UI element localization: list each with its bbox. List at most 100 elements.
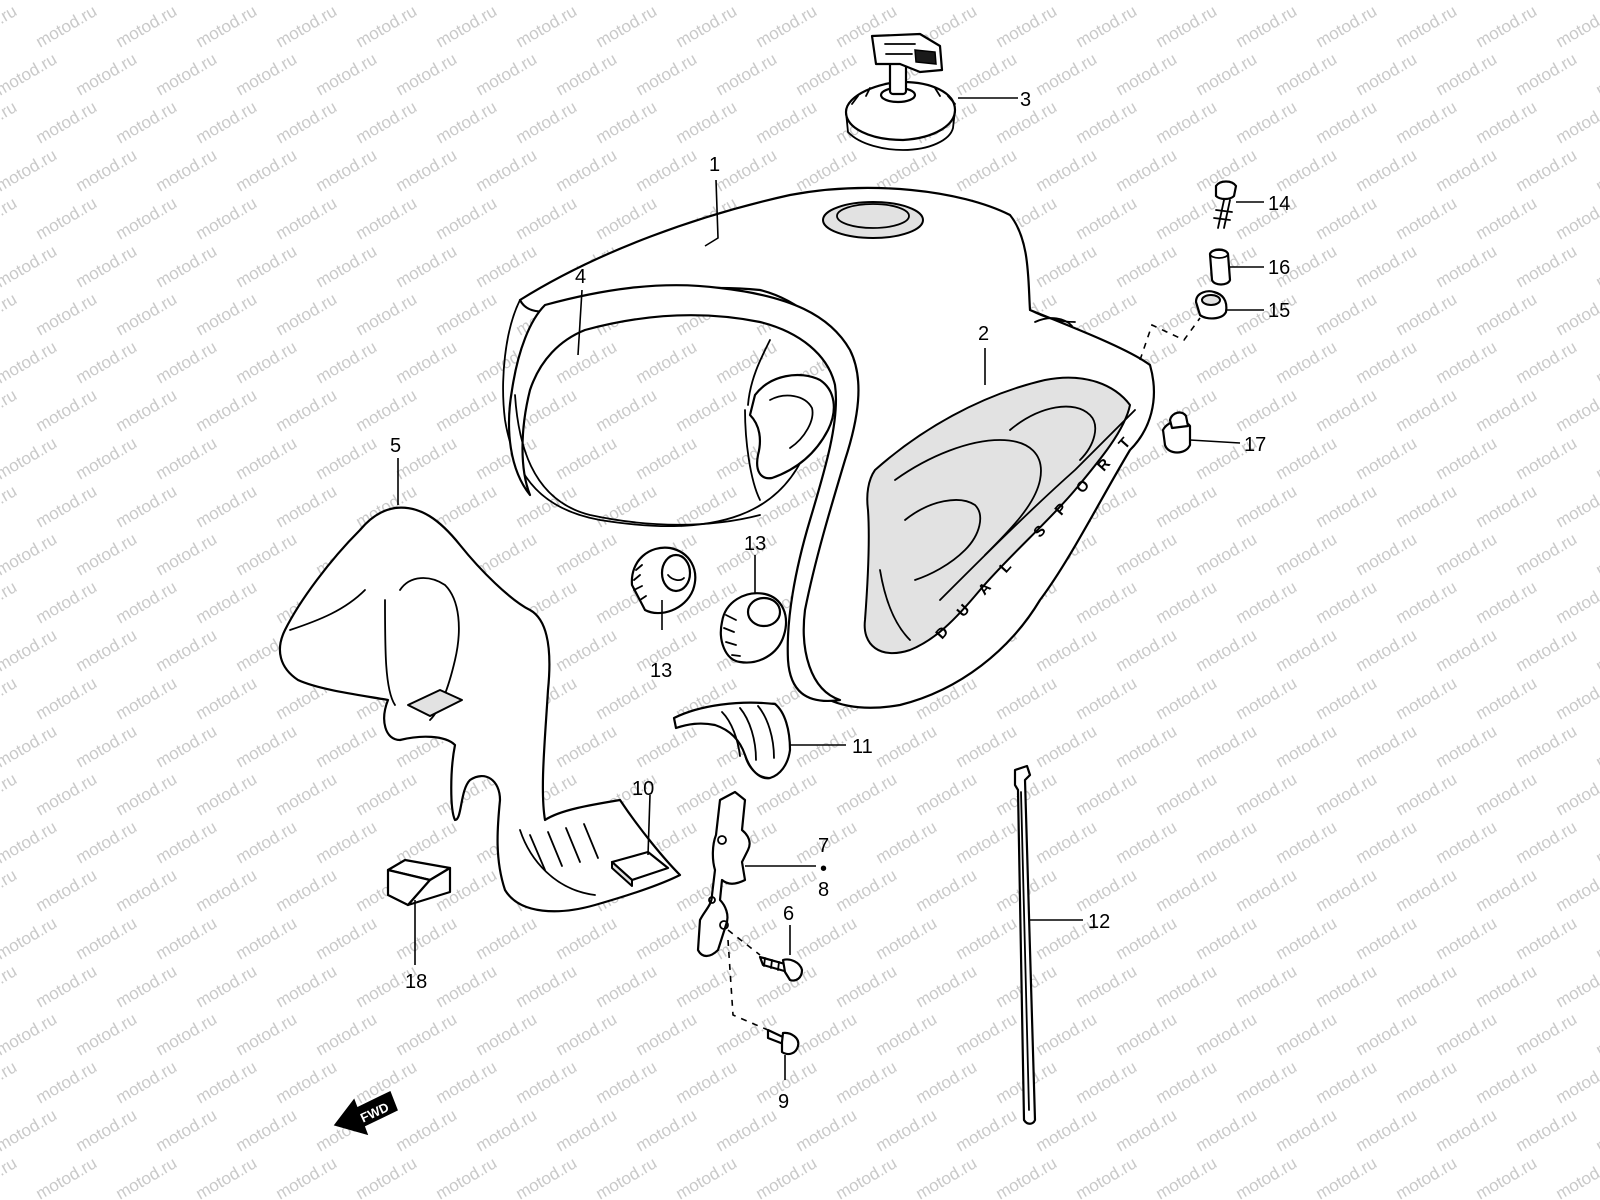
watermark-text: motod.ru [0, 529, 60, 579]
watermark-text: motod.ru [833, 769, 901, 819]
watermark-text: motod.ru [313, 913, 381, 963]
watermark-text: motod.ru [73, 529, 141, 579]
watermark-text: motod.ru [1113, 241, 1181, 291]
watermark-text: motod.ru [1513, 913, 1581, 963]
watermark-text: motod.ru [1273, 1105, 1341, 1155]
watermark-text: motod.ru [1393, 1153, 1461, 1200]
watermark-text: motod.ru [1513, 433, 1581, 483]
watermark-text: motod.ru [713, 1105, 781, 1155]
watermark-text: motod.ru [1273, 145, 1341, 195]
watermark-text: motod.ru [233, 913, 301, 963]
watermark-text: motod.ru [1113, 625, 1181, 675]
watermark-text: motod.ru [793, 49, 861, 99]
callout-9: 9 [778, 1091, 789, 1113]
watermark-text: motod.ru [1313, 193, 1381, 243]
watermark-text: motod.ru [73, 0, 141, 3]
watermark-text: motod.ru [553, 529, 621, 579]
part-5-side-cover[interactable] [278, 506, 682, 913]
watermark-text: motod.ru [1113, 529, 1181, 579]
watermark-text: motod.ru [1593, 0, 1600, 3]
part-7-8-bracket[interactable] [696, 790, 751, 958]
watermark-text: motod.ru [993, 1, 1061, 51]
watermark-text: motod.ru [1233, 1057, 1301, 1107]
part-10-pad[interactable] [610, 850, 670, 887]
watermark-text: motod.ru [0, 49, 60, 99]
watermark-text: motod.ru [1513, 337, 1581, 387]
watermark-text: motod.ru [1233, 97, 1301, 147]
part-16-collar[interactable] [1208, 248, 1232, 286]
watermark-text: motod.ru [833, 1057, 901, 1107]
part-11-mount-cushion[interactable] [672, 701, 792, 780]
part-13-cushion-upper[interactable] [630, 546, 697, 615]
watermark-text: motod.ru [1193, 337, 1261, 387]
part-17-cushion[interactable] [1161, 411, 1192, 454]
watermark-text: motod.ru [753, 1, 821, 51]
watermark-text: motod.ru [1513, 721, 1581, 771]
watermark-text: motod.ru [953, 145, 1021, 195]
watermark-text: motod.ru [1073, 1057, 1141, 1107]
filler-neck-opening [822, 201, 924, 239]
watermark-text: motod.ru [73, 145, 141, 195]
watermark-text: motod.ru [193, 289, 261, 339]
watermark-text: motod.ru [1513, 49, 1581, 99]
watermark-text: motod.ru [1473, 193, 1541, 243]
watermark-text: motod.ru [433, 481, 501, 531]
watermark-text: motod.ru [0, 817, 60, 867]
watermark-text: motod.ru [1153, 1, 1221, 51]
watermark-text: motod.ru [1353, 49, 1421, 99]
watermark-text: motod.ru [73, 1105, 141, 1155]
part-12-band-strap[interactable] [1013, 764, 1037, 1125]
part-9-bolt[interactable] [766, 1028, 800, 1056]
watermark-text: motod.ru [153, 625, 221, 675]
watermark-text: motod.ru [113, 481, 181, 531]
watermark-text: motod.ru [1473, 1057, 1541, 1107]
watermark-text: motod.ru [0, 1057, 20, 1107]
watermark-text: motod.ru [153, 145, 221, 195]
watermark-text: motod.ru [73, 625, 141, 675]
watermark-text: motod.ru [193, 673, 261, 723]
watermark-text: motod.ru [1353, 817, 1421, 867]
watermark-text: motod.ru [873, 913, 941, 963]
watermark-text: motod.ru [433, 961, 501, 1011]
watermark-text: motod.ru [33, 769, 101, 819]
watermark-text: motod.ru [1193, 721, 1261, 771]
watermark-text: motod.ru [33, 1153, 101, 1200]
part-18-block-pad[interactable] [386, 858, 452, 907]
watermark-text: motod.ru [1513, 529, 1581, 579]
watermark-text: motod.ru [513, 1057, 581, 1107]
watermark-text: motod.ru [1233, 673, 1301, 723]
watermark-text: motod.ru [233, 817, 301, 867]
watermark-text: motod.ru [1473, 865, 1541, 915]
watermark-text: motod.ru [993, 673, 1061, 723]
watermark-text: motod.ru [1393, 577, 1461, 627]
watermark-text: motod.ru [1593, 721, 1600, 771]
part-15-grommet[interactable] [1194, 290, 1228, 320]
part-14-bolt[interactable] [1213, 180, 1238, 229]
watermark-text: motod.ru [1513, 145, 1581, 195]
callout-16: 16 [1268, 257, 1290, 279]
watermark-text: motod.ru [1153, 961, 1221, 1011]
watermark-text: motod.ru [353, 97, 421, 147]
watermark-text: motod.ru [1593, 433, 1600, 483]
watermark-text: motod.ru [193, 961, 261, 1011]
watermark-text: motod.ru [153, 1105, 221, 1155]
part-13-cushion-lower[interactable] [719, 592, 788, 664]
part-6-bolt[interactable] [758, 955, 804, 982]
watermark-text: motod.ru [33, 865, 101, 915]
watermark-text: motod.ru [1073, 193, 1141, 243]
watermark-text: motod.ru [433, 289, 501, 339]
watermark-text: motod.ru [1193, 529, 1261, 579]
part-3-fuel-cap[interactable] [844, 32, 957, 151]
watermark-text: motod.ru [513, 193, 581, 243]
watermark-text: motod.ru [1233, 1153, 1301, 1200]
watermark-text: motod.ru [1433, 817, 1501, 867]
watermark-text: motod.ru [433, 1, 501, 51]
callout-labels: 1 2 3 4 5 6 7 8 9 10 11 12 13 13 14 15 1… [390, 89, 1290, 1113]
watermark-text: motod.ru [33, 289, 101, 339]
watermark-text: motod.ru [1073, 577, 1141, 627]
watermark-text: motod.ru [0, 625, 60, 675]
part-4-tank-edge-trim[interactable] [507, 284, 860, 703]
watermark-text: motod.ru [0, 1009, 60, 1059]
watermark-text: motod.ru [473, 1009, 541, 1059]
